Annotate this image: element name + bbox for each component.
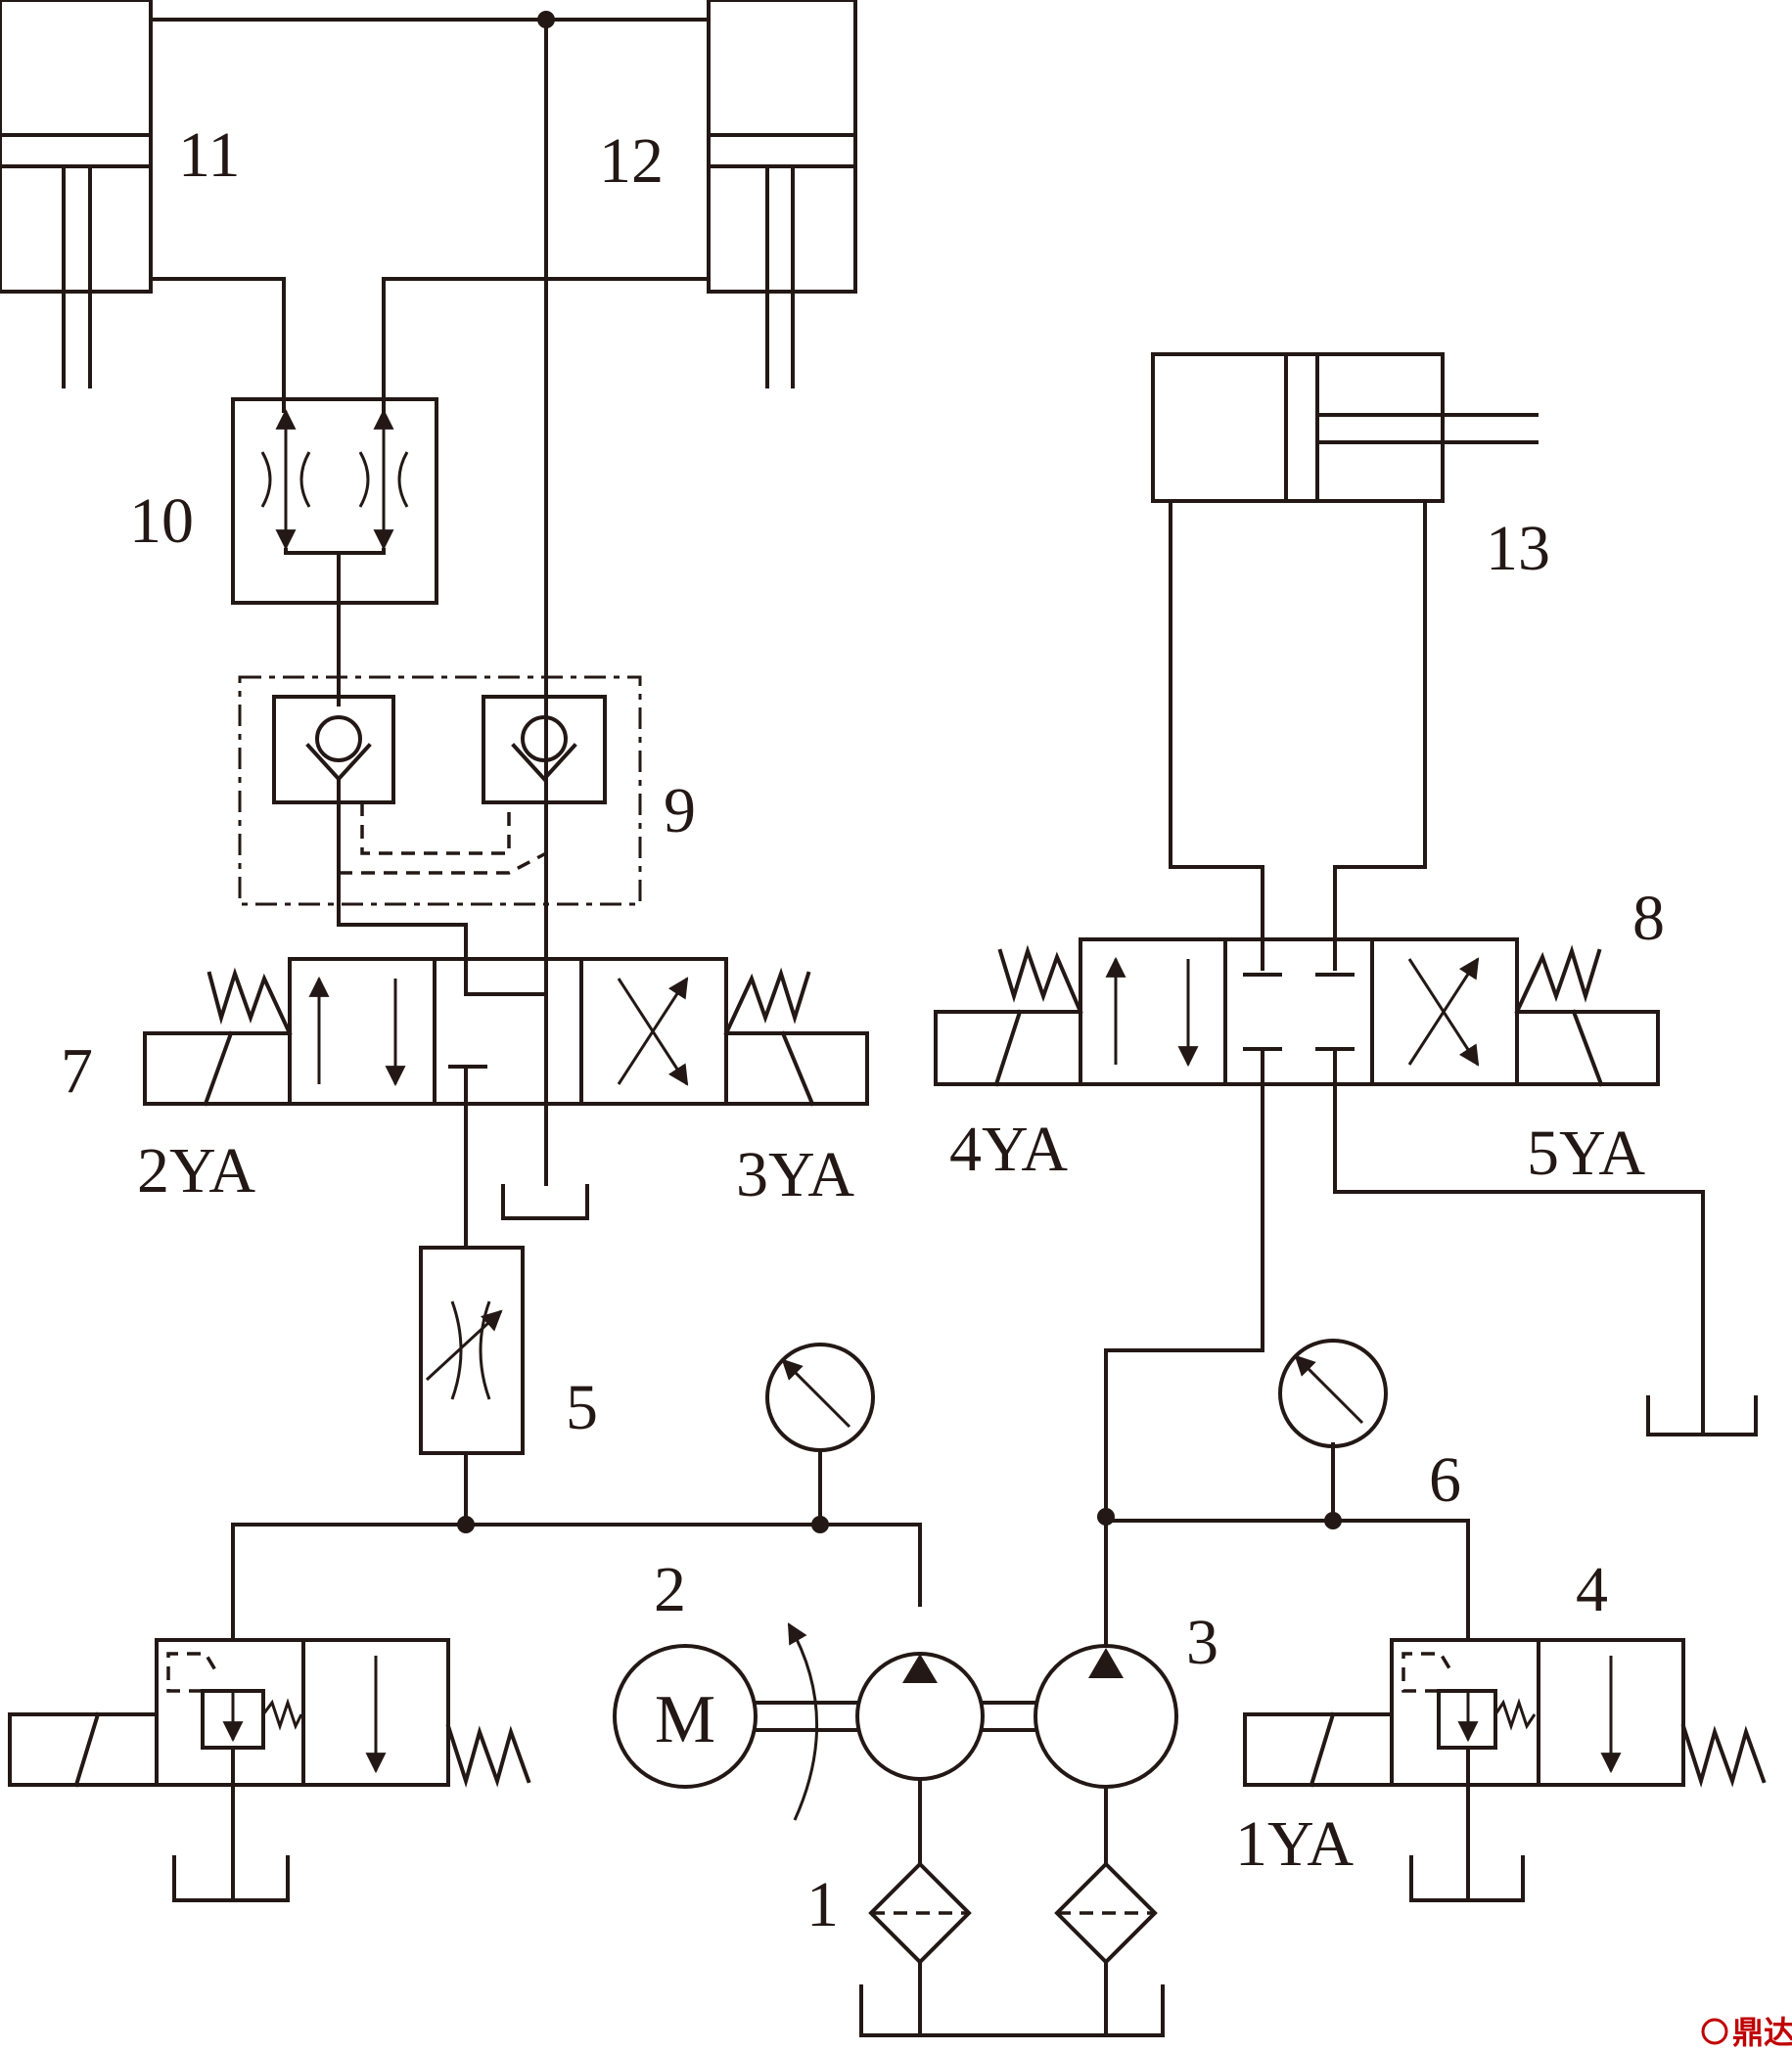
cylinder-12 bbox=[707, 0, 857, 388]
solenoid-label-3ya: 3YA bbox=[736, 1139, 854, 1210]
label-10: 10 bbox=[129, 485, 194, 557]
label-5: 5 bbox=[566, 1372, 598, 1443]
motor-and-pumps: M bbox=[613, 1622, 1178, 1821]
label-3: 3 bbox=[1186, 1607, 1218, 1678]
relief-valve-left bbox=[8, 1523, 531, 1902]
motor-circle bbox=[613, 1644, 758, 1789]
relief-valve-right bbox=[1243, 1638, 1767, 1902]
motor-letter: M bbox=[655, 1682, 715, 1757]
watermark: 鼎达信 bbox=[1701, 2014, 1792, 2051]
label-12: 12 bbox=[599, 125, 664, 197]
top-cylinder-line bbox=[149, 11, 711, 1186]
directional-valve-7 bbox=[143, 957, 869, 1250]
cylinder-11 bbox=[0, 0, 153, 388]
solenoid-label-5ya: 5YA bbox=[1527, 1117, 1645, 1189]
cylinder-13 bbox=[1151, 352, 1539, 971]
label-13: 13 bbox=[1486, 513, 1550, 584]
label-7: 7 bbox=[61, 1035, 93, 1107]
watermark-logo-icon bbox=[1701, 2018, 1728, 2045]
solenoid-labels: 2YA 3YA 4YA 5YA 1YA bbox=[137, 1114, 1645, 1880]
left-pressure-line bbox=[231, 1343, 922, 1607]
label-1: 1 bbox=[806, 1869, 839, 1940]
solenoid-label-2ya: 2YA bbox=[137, 1135, 255, 1207]
label-6: 6 bbox=[1429, 1444, 1461, 1516]
right-pressure-line bbox=[1097, 1084, 1470, 1648]
directional-valve-8 bbox=[934, 937, 1758, 1436]
label-2: 2 bbox=[654, 1554, 686, 1625]
solenoid-label-4ya: 4YA bbox=[949, 1114, 1068, 1185]
label-11: 11 bbox=[178, 119, 241, 191]
label-9: 9 bbox=[664, 775, 696, 846]
component-labels: 11 12 10 13 9 8 7 5 6 2 3 4 1 bbox=[61, 119, 1665, 1940]
throttle-valve-5 bbox=[419, 1246, 525, 1524]
pilot-check-block-9 bbox=[238, 675, 642, 994]
label-8: 8 bbox=[1632, 883, 1665, 954]
solenoid-label-1ya: 1YA bbox=[1235, 1808, 1354, 1880]
suction-and-tank bbox=[859, 1777, 1165, 2037]
throttle-block-10 bbox=[149, 277, 711, 706]
watermark-text: 鼎达信 bbox=[1732, 2014, 1792, 2051]
label-4: 4 bbox=[1576, 1554, 1608, 1625]
